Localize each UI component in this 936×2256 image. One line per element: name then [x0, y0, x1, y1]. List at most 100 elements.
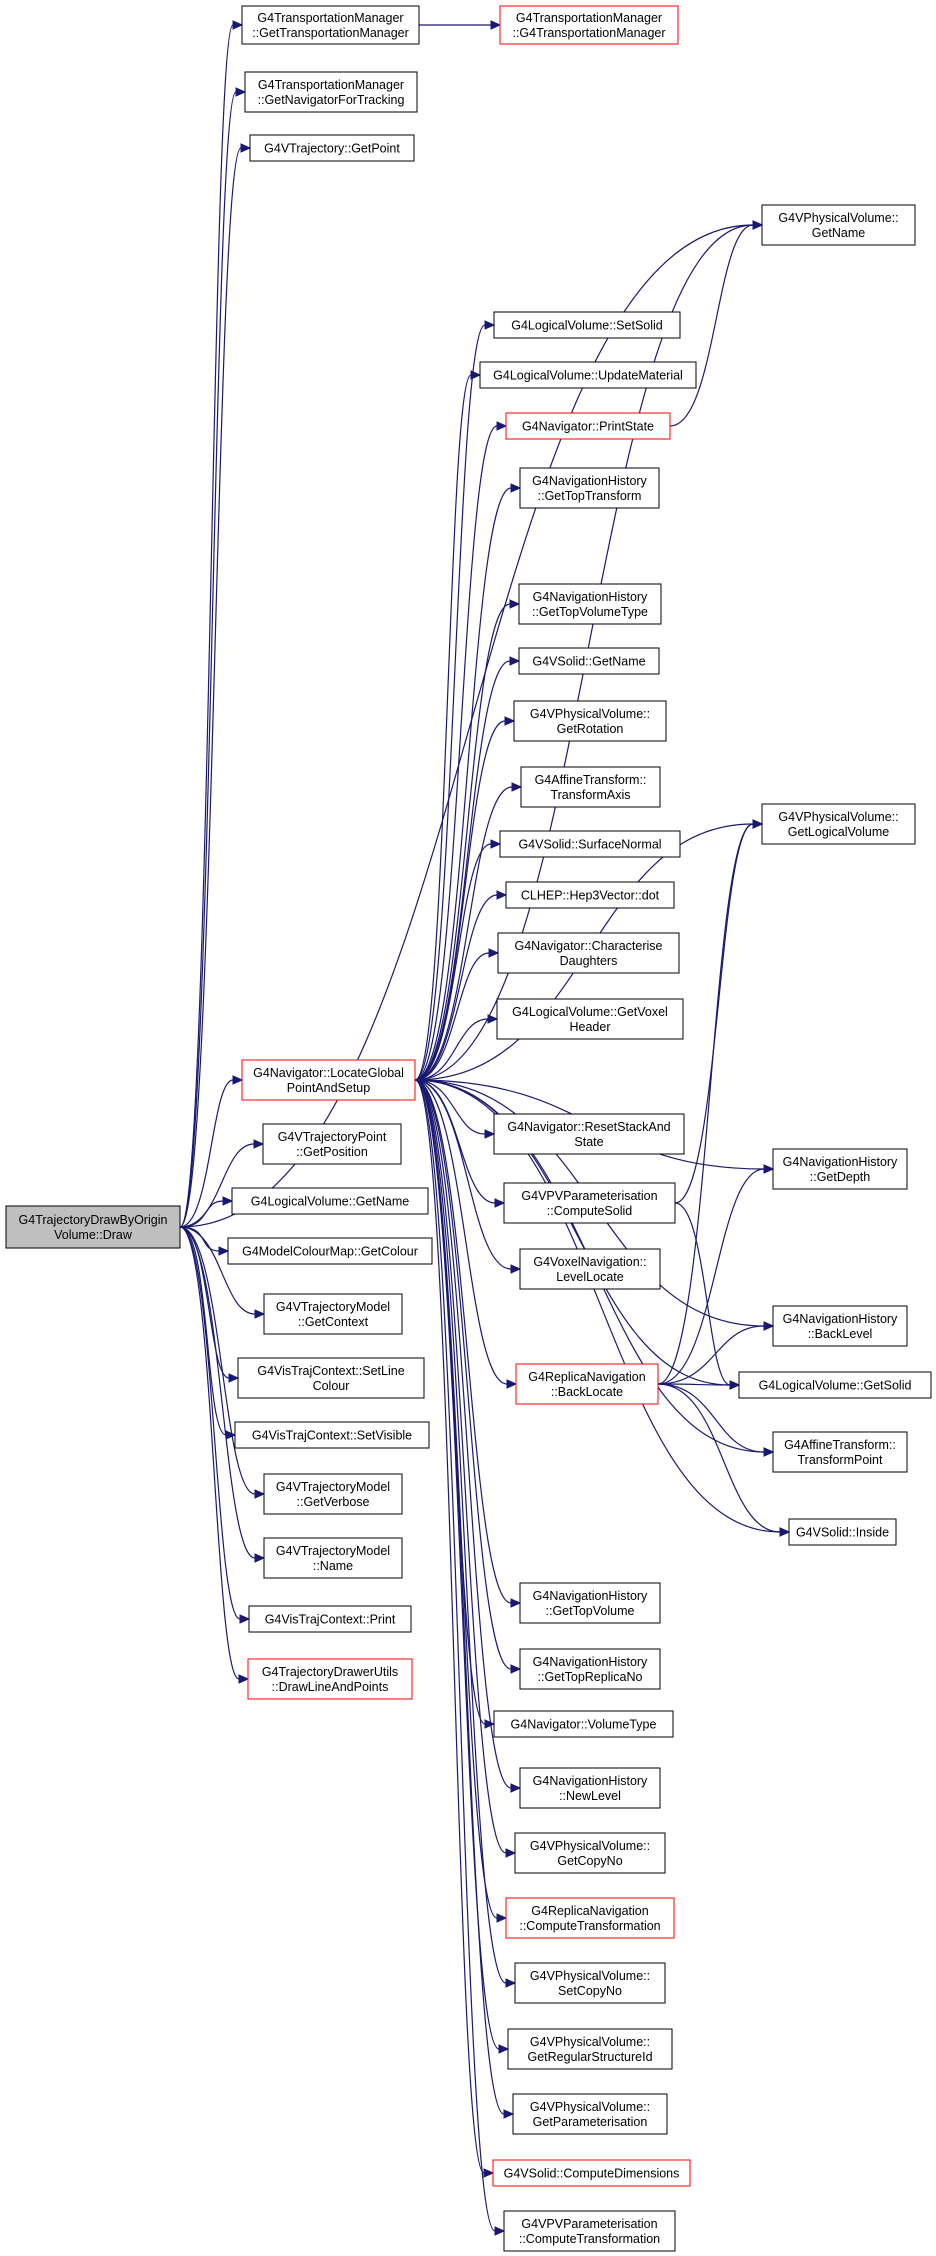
node-aff-point[interactable]: G4AffineTransform::TransformPoint — [772, 1431, 908, 1473]
node-nh-topvoltype[interactable]: G4NavigationHistory::GetTopVolumeType — [518, 583, 662, 625]
node-drawutils[interactable]: G4TrajectoryDrawerUtils::DrawLineAndPoin… — [247, 1658, 413, 1700]
node-pv-param[interactable]: G4VPhysicalVolume::GetParameterisation — [512, 2093, 668, 2135]
node-label-line: G4VisTrajContext::Print — [265, 1613, 396, 1627]
node-tm-ctor-caller[interactable]: G4TransportationManager::GetTransportati… — [241, 5, 420, 45]
node-label-line: G4AffineTransform:: — [784, 1438, 896, 1452]
node-nav-print[interactable]: G4Navigator::PrintState — [505, 412, 671, 440]
node-tm-name[interactable]: G4VTrajectoryModel::Name — [263, 1537, 403, 1579]
arrowhead-n_nav_locate-to-n_repl_comptrans — [496, 1913, 508, 1923]
edge-n_nav_locate-to-n_pv_param — [414, 1079, 505, 2115]
node-pvpar-solid[interactable]: G4VPVParameterisation::ComputeSolid — [503, 1182, 676, 1224]
arrowhead-n_nav_locate-to-n_lv_updmat — [470, 370, 482, 380]
node-pv-setcopy[interactable]: G4VPhysicalVolume::SetCopyNo — [514, 1962, 666, 2004]
node-box — [503, 1182, 676, 1224]
node-label-line: G4NavigationHistory — [533, 1774, 648, 1788]
node-tm-context[interactable]: G4VTrajectoryModel::GetContext — [263, 1293, 403, 1335]
node-solid-getname[interactable]: G4VSolid::GetName — [518, 647, 660, 675]
node-lv-getname[interactable]: G4LogicalVolume::GetName — [231, 1187, 429, 1215]
node-box — [503, 2210, 676, 2252]
node-nav-voltype[interactable]: G4Navigator::VolumeType — [493, 1710, 674, 1738]
edge-n_nav_locate-to-n_lv_updmat — [414, 374, 472, 1081]
node-box — [244, 71, 418, 113]
node-pv-getcopy[interactable]: G4VPhysicalVolume::GetCopyNo — [514, 1832, 666, 1874]
arrowhead-n_tm_ctor_caller-to-n_tm_ctor — [490, 20, 502, 30]
node-label-line: G4VPVParameterisation — [521, 1189, 657, 1203]
node-label-line: G4Navigator::VolumeType — [511, 1718, 657, 1732]
arrowhead-n_nav_locate-to-n_nh_topvol — [510, 1598, 522, 1608]
node-box — [519, 1767, 661, 1809]
node-label-line: GetRotation — [557, 722, 624, 736]
node-traj-point[interactable]: G4VTrajectory::GetPoint — [249, 134, 415, 162]
arrowhead-n_root-to-n_ctx_print — [239, 1614, 251, 1624]
arrowhead-n_root-to-n_lv_getname — [222, 1196, 234, 1206]
node-tm-nav[interactable]: G4TransportationManager::GetNavigatorFor… — [244, 71, 418, 113]
node-nh-toprepl[interactable]: G4NavigationHistory::GetTopReplicaNo — [519, 1648, 661, 1690]
edge-n_repl_back-to-n_solid_inside — [657, 1383, 781, 1533]
node-nh-depth[interactable]: G4NavigationHistory::GetDepth — [772, 1148, 908, 1190]
node-pv-getname[interactable]: G4VPhysicalVolume::GetName — [761, 204, 916, 246]
arrowhead-n_nav_locate-to-n_clhep_dot — [496, 890, 508, 900]
node-lv-setsolid[interactable]: G4LogicalVolume::SetSolid — [493, 311, 681, 339]
node-pv-getlv[interactable]: G4VPhysicalVolume::GetLogicalVolume — [761, 803, 916, 845]
node-tm-verbose[interactable]: G4VTrajectoryModel::GetVerbose — [263, 1473, 403, 1515]
node-box — [493, 1113, 685, 1155]
node-solid-compdim[interactable]: G4VSolid::ComputeDimensions — [492, 2159, 691, 2187]
arrowhead-n_nav_locate-to-n_solid_compdim — [483, 2168, 495, 2178]
node-box — [738, 1371, 932, 1399]
node-nh-backlevel[interactable]: G4NavigationHistory::BackLevel — [772, 1305, 908, 1347]
node-label-line: G4Navigator::ResetStackAnd — [507, 1120, 670, 1134]
node-box — [505, 1897, 675, 1939]
edge-n_root-to-n_tm_nav — [179, 91, 237, 1228]
node-box — [519, 1648, 661, 1690]
node-nh-newlevel[interactable]: G4NavigationHistory::NewLevel — [519, 1767, 661, 1809]
arrowhead-n_nav_locate-to-n_pvpar_solid — [494, 1198, 506, 1208]
node-label-line: G4VTrajectoryModel — [276, 1300, 390, 1314]
node-box — [497, 932, 680, 974]
node-box — [505, 881, 675, 909]
node-aff-axis[interactable]: G4AffineTransform::TransformAxis — [520, 766, 661, 808]
node-label-line: ::ComputeSolid — [547, 1204, 633, 1218]
node-label-line: G4VPhysicalVolume:: — [530, 1969, 650, 1983]
node-cmap-colour[interactable]: G4ModelColourMap::GetColour — [227, 1237, 433, 1265]
node-lv-updmat[interactable]: G4LogicalVolume::UpdateMaterial — [479, 361, 697, 389]
node-solid-inside[interactable]: G4VSolid::Inside — [788, 1518, 897, 1546]
node-nh-toptrans[interactable]: G4NavigationHistory::GetTopTransform — [519, 467, 660, 509]
node-voxnav-level[interactable]: G4VoxelNavigation::LevelLocate — [519, 1248, 661, 1290]
node-repl-comptrans[interactable]: G4ReplicaNavigation::ComputeTransformati… — [505, 1897, 675, 1939]
node-tm-ctor[interactable]: G4TransportationManager::G4Transportatio… — [499, 5, 679, 45]
node-lv-getsolid[interactable]: G4LogicalVolume::GetSolid — [738, 1371, 932, 1399]
node-ctx-setvis[interactable]: G4VisTrajContext::SetVisible — [234, 1421, 430, 1449]
node-box — [237, 1357, 425, 1399]
node-label-line: G4VPhysicalVolume:: — [530, 2100, 650, 2114]
node-label-line: TransformPoint — [798, 1453, 884, 1467]
edge-n_root-to-n_tm_ctor_caller — [179, 24, 234, 1228]
node-label-line: G4LogicalVolume::GetVoxel — [512, 1005, 668, 1019]
node-label-line: ::GetTopVolumeType — [532, 605, 648, 619]
edge-n_nav_locate-to-n_nh_newlevel — [414, 1079, 512, 1789]
node-tp-pos[interactable]: G4VTrajectoryPoint::GetPosition — [262, 1123, 402, 1165]
node-label-line: G4VPhysicalVolume:: — [530, 707, 650, 721]
node-pv-rot[interactable]: G4VPhysicalVolume::GetRotation — [513, 700, 667, 742]
node-pv-regid[interactable]: G4VPhysicalVolume::GetRegularStructureId — [507, 2028, 673, 2070]
node-label-line: G4VPhysicalVolume:: — [530, 2035, 650, 2049]
node-solid-surf[interactable]: G4VSolid::SurfaceNormal — [499, 830, 681, 858]
arrowhead-n_nav_locate-to-n_lv_voxel — [487, 1014, 499, 1024]
edge-n_nav_locate-to-n_clhep_dot — [414, 894, 498, 1081]
node-clhep-dot[interactable]: CLHEP::Hep3Vector::dot — [505, 881, 675, 909]
node-box — [499, 830, 681, 858]
node-pvpar-trans[interactable]: G4VPVParameterisation::ComputeTransforma… — [503, 2210, 676, 2252]
node-label-line: State — [574, 1135, 603, 1149]
node-label-line: ::DrawLineAndPoints — [272, 1680, 389, 1694]
node-repl-back[interactable]: G4ReplicaNavigation::BackLocate — [515, 1363, 659, 1405]
node-ctx-print[interactable]: G4VisTrajContext::Print — [248, 1605, 412, 1633]
node-label-line: G4ReplicaNavigation — [528, 1370, 645, 1384]
arrowhead-n_nav_locate-to-n_pvpar_trans — [494, 2226, 506, 2236]
arrowhead-n_root-to-n_drawutils — [238, 1674, 250, 1684]
node-box — [492, 2159, 691, 2187]
node-nh-topvol[interactable]: G4NavigationHistory::GetTopVolume — [519, 1582, 661, 1624]
